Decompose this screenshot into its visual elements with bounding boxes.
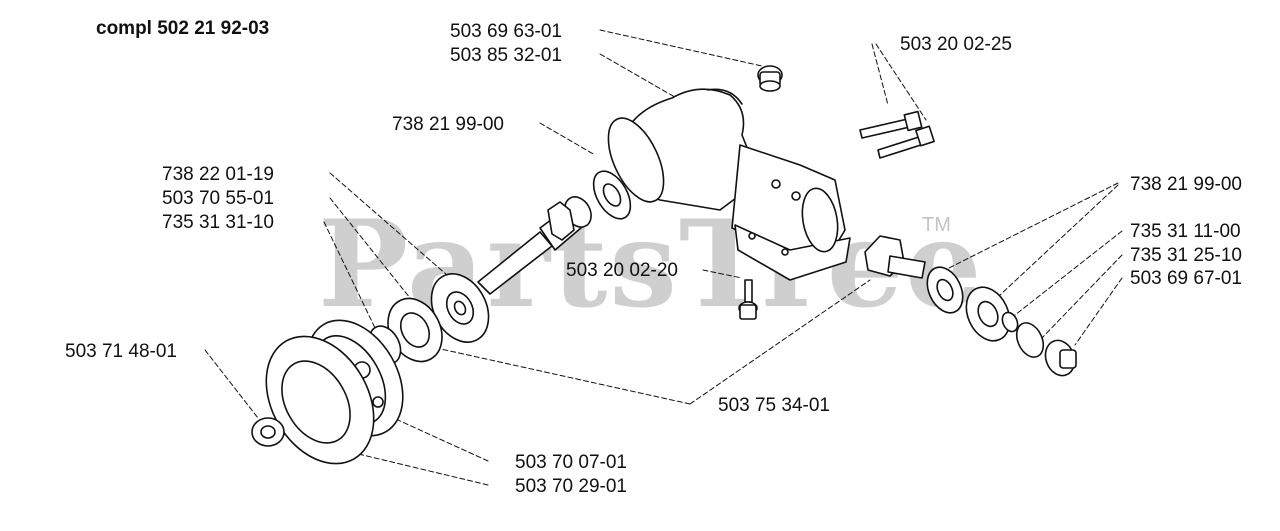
trademark-mark: TM — [922, 214, 951, 236]
gear-housing — [607, 88, 851, 281]
assembly-title: compl 502 21 92-03 — [96, 18, 270, 39]
bearing-upper — [592, 170, 632, 220]
clamp-bolts — [859, 110, 935, 159]
part-label: 503 70 29-01 — [515, 476, 627, 497]
part-label: 735 31 11-00 — [1130, 221, 1241, 242]
retaining-rings — [1001, 311, 1045, 358]
nut — [251, 417, 285, 447]
part-label: 735 31 25-10 — [1130, 245, 1242, 266]
part-label: 738 22 01-19 — [162, 164, 274, 185]
pinion-shaft — [477, 196, 592, 295]
part-label: 503 20 02-25 — [900, 34, 1012, 55]
bottom-screw — [738, 279, 758, 320]
leader-lines — [204, 29, 1123, 486]
part-label: 738 21 99-00 — [392, 114, 504, 135]
part-label: 503 69 63-01 — [450, 21, 562, 42]
bevel-gear — [864, 235, 926, 279]
part-label: 735 31 31-10 — [162, 212, 274, 233]
part-label: 503 20 02-20 — [566, 260, 678, 281]
plug-screw — [757, 65, 783, 92]
bearing-left — [430, 273, 490, 343]
support-cup — [265, 335, 375, 465]
part-label: 503 71 48-01 — [65, 341, 177, 362]
bearings-right — [926, 266, 1011, 342]
part-label: 503 69 67-01 — [1130, 268, 1242, 289]
part-label: 503 85 32-01 — [450, 45, 562, 66]
part-label: 738 21 99-00 — [1130, 174, 1242, 195]
end-cap — [1044, 339, 1077, 377]
part-label: 503 70 07-01 — [515, 452, 627, 473]
part-label: 503 75 34-01 — [718, 395, 830, 416]
part-label: 503 70 55-01 — [162, 188, 274, 209]
